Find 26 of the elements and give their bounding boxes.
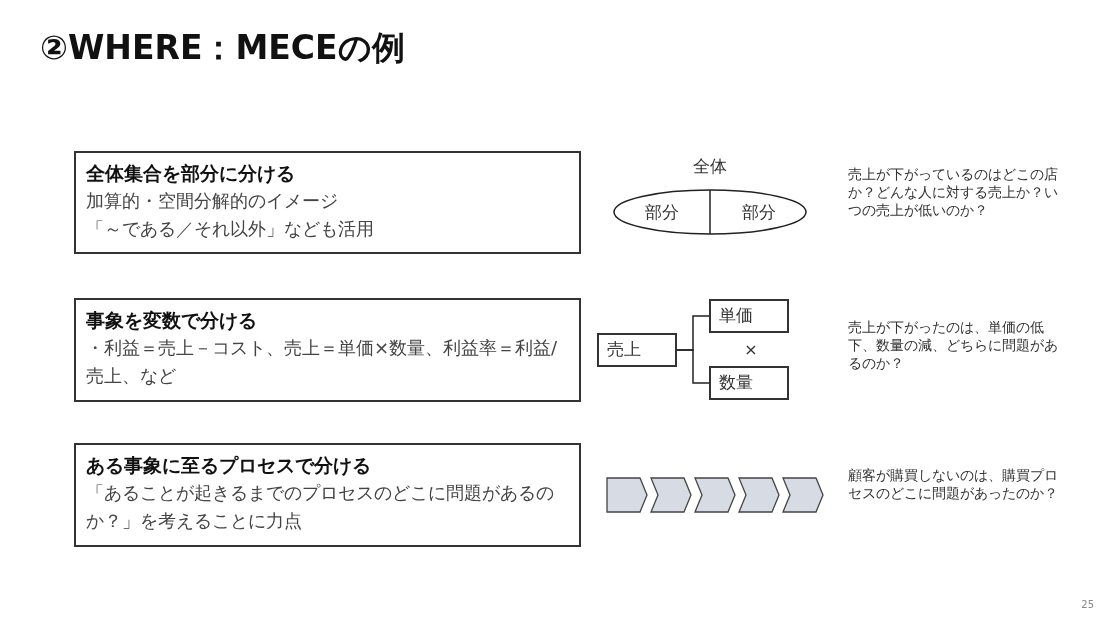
variable-box: [597, 333, 677, 367]
card-text: ・利益＝売上－コスト、売上＝単価×数量、利益率＝利益/売上、など: [86, 336, 559, 388]
slide-title: ②WHERE：MECEの例: [40, 27, 405, 69]
multiplication-sign: ×: [743, 340, 759, 359]
variable-label: 単価: [719, 305, 753, 325]
card-heading: 全体集合を部分に分ける: [86, 161, 296, 186]
whole-label: 全体: [692, 155, 728, 178]
card-text: 「あることが起きるまでのプロセスのどこに問題があるのか？」を考えることに力点: [86, 481, 555, 533]
variable-label: 売上: [607, 339, 641, 359]
tree-connector: [676, 349, 710, 384]
page-number: 25: [1080, 599, 1094, 610]
variable-label: 数量: [719, 372, 753, 392]
card-heading: 事象を変数で分ける: [86, 308, 258, 333]
category-card: [74, 151, 581, 254]
variable-box: [709, 299, 789, 333]
card-heading: ある事象に至るプロセスで分ける: [86, 453, 372, 478]
card-text: 加算的・空間分解的のイメージ: [86, 189, 339, 213]
variable-box: [709, 366, 789, 400]
card-text: 「～である／それ以外」なども活用: [86, 217, 375, 241]
part-label: 部分: [741, 201, 776, 224]
example-question: 顧客が購買しないのは、購買プロセスのどこに問題があったのか？: [848, 466, 1058, 502]
category-card: [74, 443, 581, 547]
example-question: 売上が下がっているのはどこの店か？どんな人に対する売上か？いつの売上が低いのか？: [848, 165, 1058, 219]
example-question: 売上が下がったのは、単価の低下、数量の減、どちらに問題があるのか？: [848, 318, 1058, 372]
category-card: [74, 298, 581, 402]
part-label: 部分: [644, 201, 679, 224]
